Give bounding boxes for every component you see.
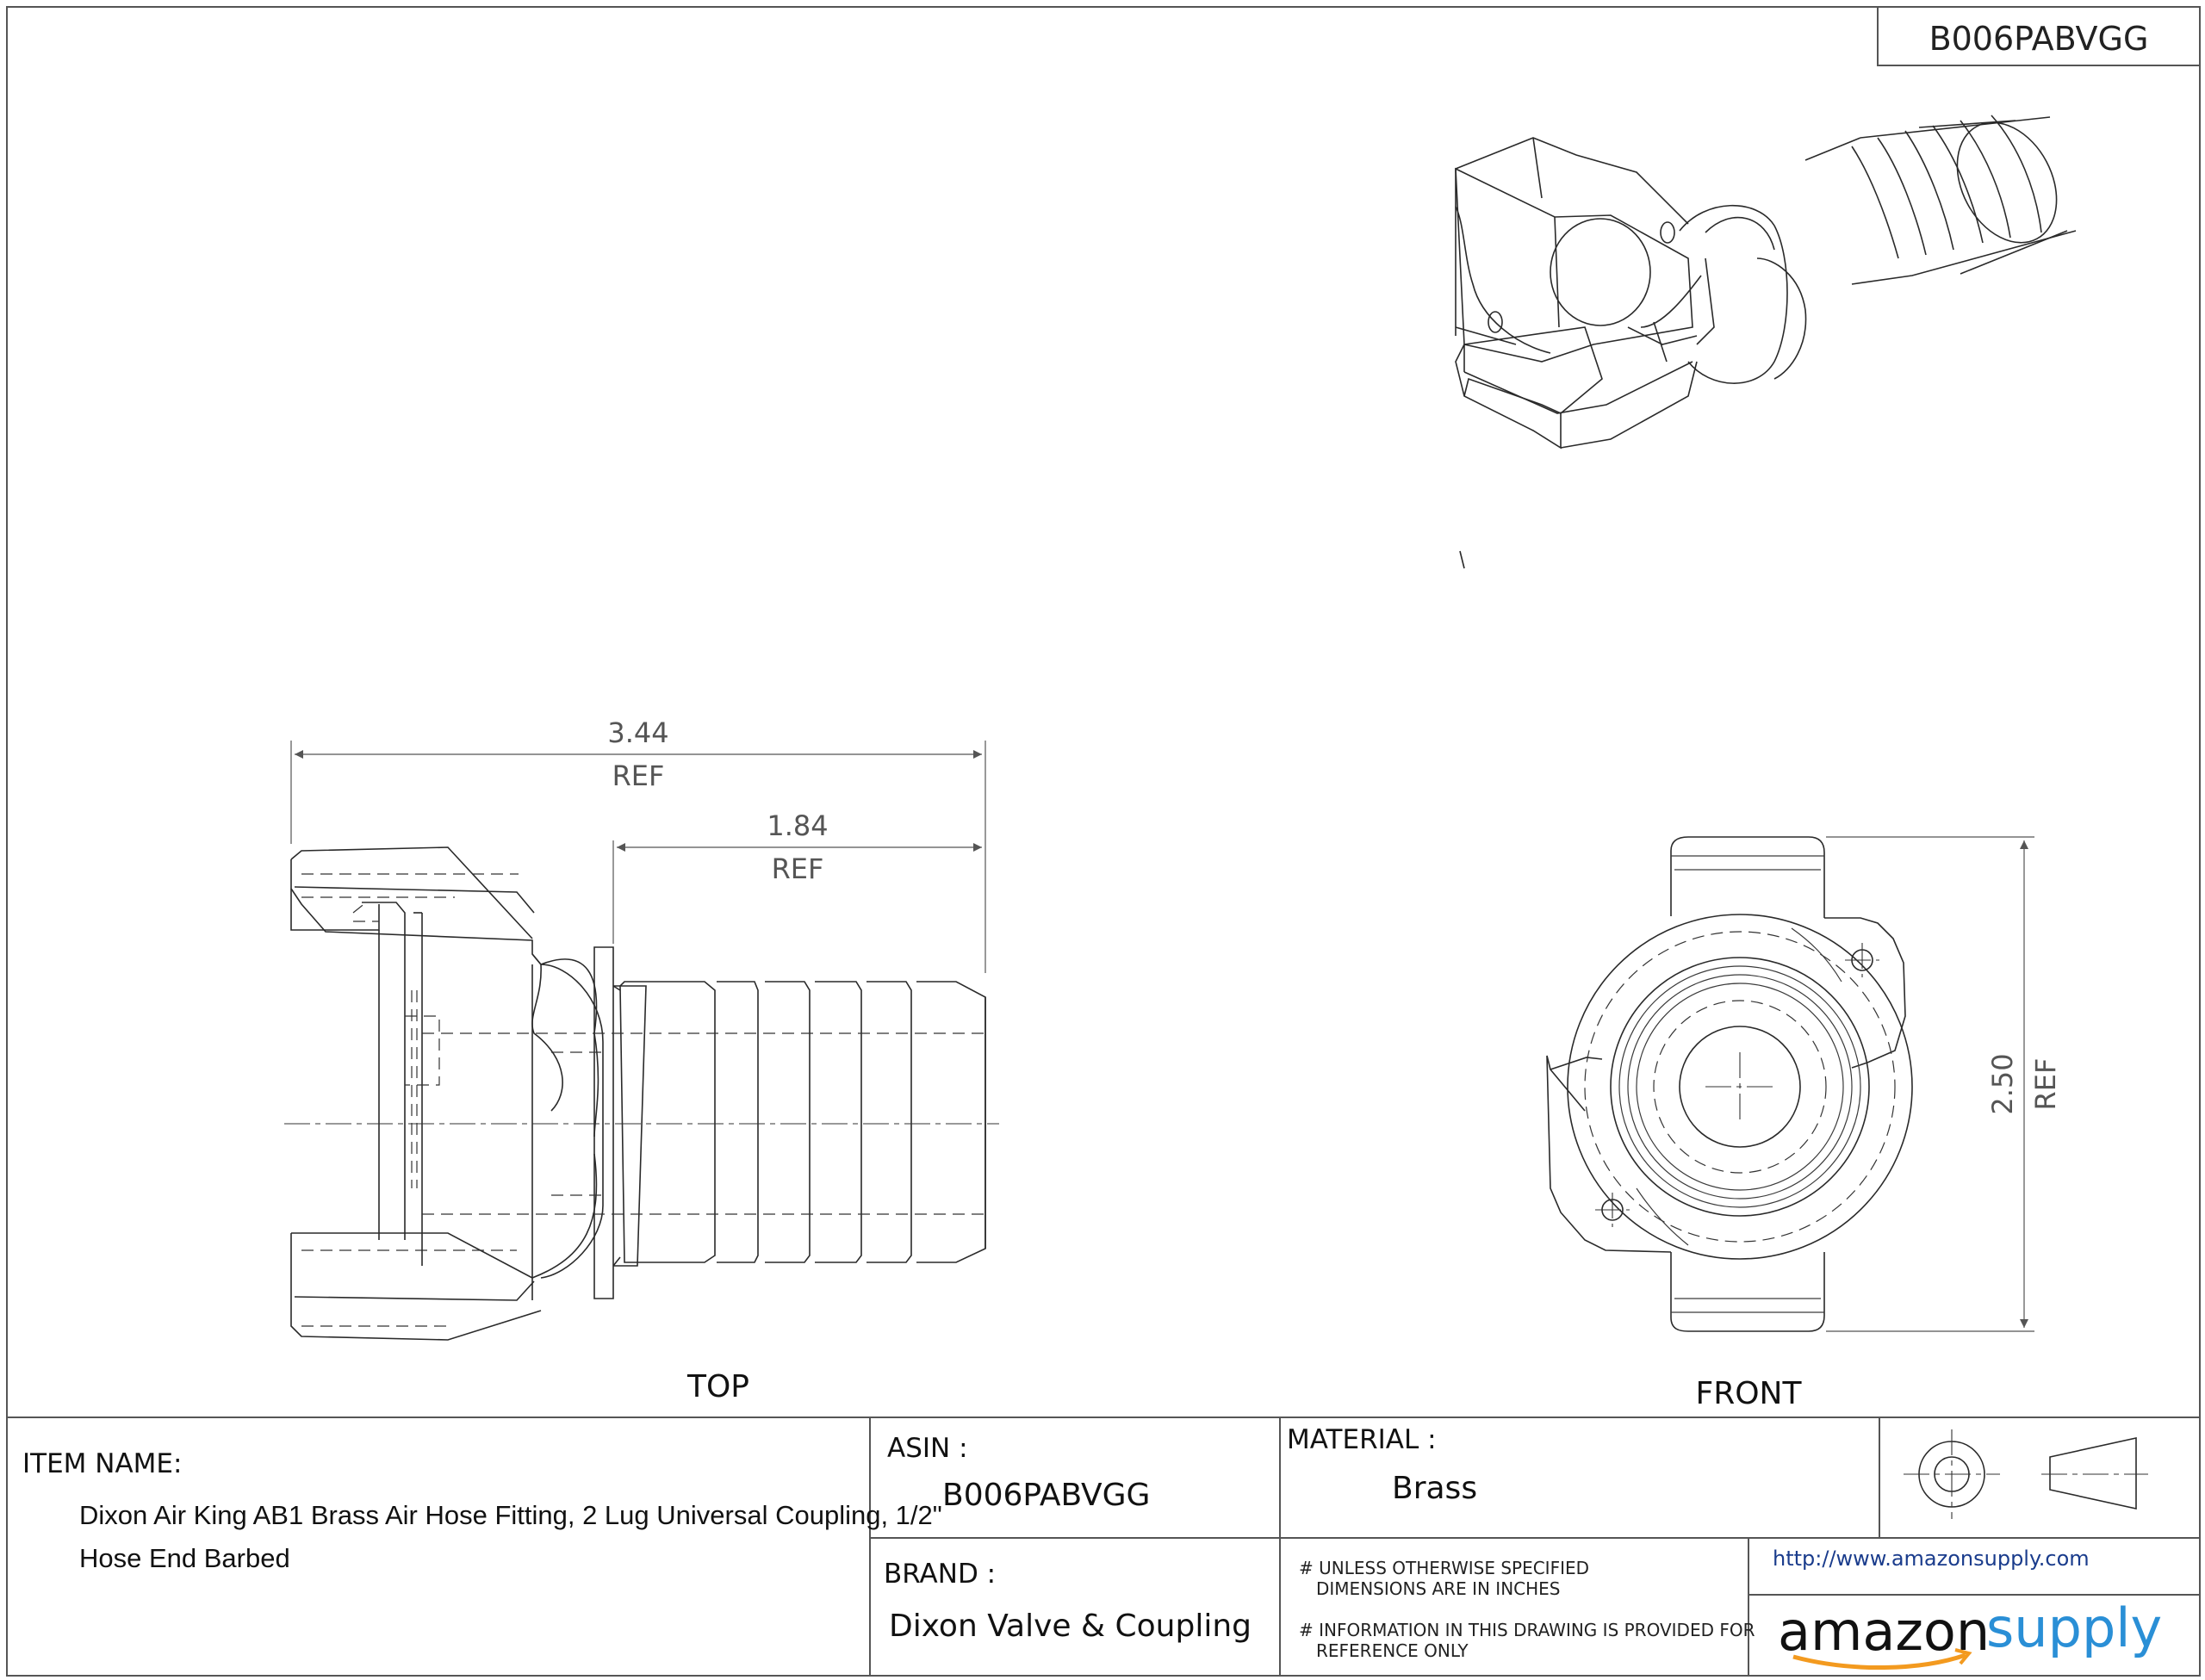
isometric-view (1455, 115, 2077, 569)
dim-overall-height-value: 2.50 (1986, 1053, 2019, 1114)
top-view (284, 846, 999, 1341)
asin-value: B006PABVGG (942, 1478, 1150, 1513)
dim-overall-length-note: REF (612, 759, 665, 792)
note-dimensions-line1: # UNLESS OTHERWISE SPECIFIED (1299, 1558, 1589, 1578)
logo-part-supply: supply (1986, 1596, 2162, 1659)
view-label-top: TOP (686, 1369, 749, 1404)
dim-overall-length-value: 3.44 (607, 716, 668, 749)
bore-circle-iso (1550, 218, 1651, 326)
logo-part-amazon: amazon (1778, 1600, 1990, 1663)
dim-hose-end-length-note: REF (772, 852, 824, 885)
part-number-box: B006PABVGG (1877, 6, 2201, 66)
item-name-line1: Dixon Air King AB1 Brass Air Hose Fittin… (79, 1500, 942, 1530)
amazonsupply-url: http://www.amazonsupply.com (1773, 1547, 2090, 1571)
dimension-overall-height: 2.50 REF (1826, 836, 2062, 1332)
brand-value: Dixon Valve & Coupling (889, 1609, 1252, 1644)
drawing-frame (6, 6, 2201, 1677)
brand-label: BRAND : (884, 1559, 996, 1590)
asin-label: ASIN : (887, 1433, 968, 1464)
dim-overall-height-note: REF (2029, 1058, 2062, 1111)
item-name-line2: Hose End Barbed (79, 1543, 290, 1573)
dimension-overall-length: 3.44 REF (290, 716, 986, 973)
dim-hose-end-length-value: 1.84 (767, 809, 828, 842)
note-reference-line1: # INFORMATION IN THIS DRAWING IS PROVIDE… (1299, 1620, 1755, 1640)
material-value: Brass (1392, 1471, 1477, 1506)
projection-symbol (1904, 1429, 2148, 1519)
view-label-front: FRONT (1696, 1376, 1803, 1411)
material-label: MATERIAL : (1287, 1424, 1437, 1455)
amazonsupply-logo: amazon supply (1778, 1596, 2162, 1671)
part-number-text: B006PABVGG (1929, 20, 2149, 58)
note-reference-line2: REFERENCE ONLY (1316, 1640, 1469, 1661)
front-view (1546, 836, 1913, 1332)
title-block: ITEM NAME: Dixon Air King AB1 Brass Air … (7, 1417, 2200, 1676)
note-dimensions-line2: DIMENSIONS ARE IN INCHES (1316, 1578, 1561, 1599)
item-name-label: ITEM NAME: (22, 1448, 182, 1479)
dimension-hose-end-length: 1.84 REF (612, 809, 982, 944)
